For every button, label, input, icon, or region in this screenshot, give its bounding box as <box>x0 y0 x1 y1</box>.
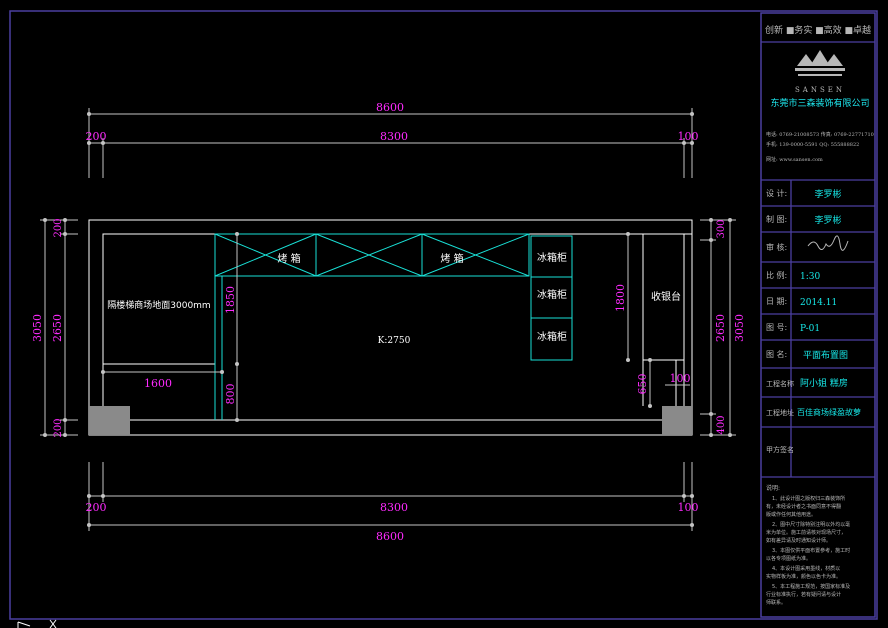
label-freezer-1: 冰箱柜 <box>537 251 567 264</box>
note-line: 师联系。 <box>766 599 786 606</box>
label-k-height: K:2750 <box>378 336 411 346</box>
slogan: 创新 ■务实 ■高效 ■卓越 <box>765 24 871 36</box>
dim-right-outer: 3050 <box>733 314 746 342</box>
scale-label: 比 例: <box>766 270 787 280</box>
column-right <box>662 406 692 435</box>
label-oven-1: 烤 箱 <box>277 252 300 265</box>
label-cashier: 收银台 <box>651 290 681 303</box>
notes-list: 1、此设计图之版权归三森装饰所 有，未经设计者之书面同意不得翻 版或作任何其他用… <box>766 495 850 606</box>
dim-bottom-left: 200 <box>86 501 107 514</box>
column-left <box>89 406 130 435</box>
project-label: 工程名称 <box>766 379 794 388</box>
date-label: 日 期: <box>766 297 787 306</box>
note-line: 1、此设计图之版权归三森装饰所 <box>772 495 845 502</box>
page-value: P-01 <box>800 324 820 334</box>
cashier-counter <box>642 234 685 406</box>
dim-left-top: 200 <box>53 218 64 237</box>
dim-left-outer: 3050 <box>31 314 44 342</box>
note-line: 行业标准执行，若有疑问请与设计 <box>766 591 841 598</box>
dim-bottom-total: 8600 <box>376 530 404 543</box>
dim-1850: 1850 <box>224 286 237 314</box>
interior-dimensions <box>103 234 690 420</box>
note-line: 如有差异请及时通知设计师。 <box>766 537 831 544</box>
review-label: 审 核: <box>766 242 787 252</box>
dim-top-left: 200 <box>86 130 107 143</box>
name-label: 图 名: <box>766 349 787 359</box>
date-value: 2014.11 <box>800 298 837 308</box>
dim-top-right: 100 <box>678 130 699 143</box>
page-label: 图 号: <box>766 323 787 332</box>
dim-650: 650 <box>636 374 649 395</box>
bottom-dimensions <box>88 462 693 531</box>
notes-title: 说明: <box>766 484 780 492</box>
label-freezer-3: 冰箱柜 <box>537 330 567 343</box>
floor-plan <box>88 219 693 436</box>
title-block-lines <box>761 41 875 478</box>
contact-line-1: 电话: 0769-21008573 传真: 0769-22771710 <box>766 131 874 138</box>
dim-top-total: 8600 <box>376 101 404 114</box>
name-value: 平面布置图 <box>803 349 848 361</box>
sign-label: 甲方签名 <box>766 445 794 454</box>
note-line: 米为单位。施工前请核对现场尺寸， <box>766 529 846 536</box>
dim-right-top: 300 <box>716 219 727 238</box>
design-value: 李罗彬 <box>814 188 841 200</box>
contact-line-2: 手机: 139-0000-5591 QQ: 555888822 <box>766 141 859 148</box>
freezer-cabinets <box>530 235 573 361</box>
dim-left-inner: 2650 <box>51 314 64 342</box>
draw-label: 制 图: <box>766 214 787 224</box>
draw-value: 李罗彬 <box>814 214 841 226</box>
project-value: 阿小姐 糕房 <box>800 377 848 389</box>
website: 网址: www.sansen.com <box>766 156 823 163</box>
note-line: 有，未经设计者之书面同意不得翻 <box>766 503 841 510</box>
note-line: 3、本图仅供平面布置参考，施工时 <box>772 547 850 554</box>
sansen-logo-icon <box>795 50 845 76</box>
label-mall-floor: 隔楼梯商场地面3000mm <box>107 299 210 311</box>
dim-top-mid: 8300 <box>380 130 408 143</box>
company-name: 东莞市三森装饰有限公司 <box>770 97 869 109</box>
dim-bottom-right: 100 <box>678 501 699 514</box>
dim-800: 800 <box>224 384 237 405</box>
label-freezer-2: 冰箱柜 <box>537 288 567 301</box>
dim-left-bottom: 200 <box>53 418 64 437</box>
scale-value: 1:30 <box>800 272 820 282</box>
signature-icon <box>807 235 849 251</box>
right-dimensions <box>700 219 736 436</box>
dim-100: 100 <box>670 372 691 385</box>
note-line: 以各专项图纸为准。 <box>766 555 811 562</box>
top-dimensions <box>88 108 693 178</box>
oven-cabinets <box>214 233 530 420</box>
note-line: 5、本工程施工规范，按国家标准及 <box>772 583 850 590</box>
dim-right-bottom: 400 <box>716 415 727 434</box>
dim-1600: 1600 <box>144 377 172 390</box>
design-label: 设 计: <box>766 188 787 198</box>
note-line: 2、图中尺寸除特别注明以外均以毫 <box>772 521 850 528</box>
note-line: 实物样板为准，颜色以色卡为准。 <box>766 573 841 580</box>
note-line: 版或作任何其他用途。 <box>766 511 816 518</box>
dim-1800: 1800 <box>614 284 627 312</box>
label-oven-2: 烤 箱 <box>440 252 463 265</box>
brand-en: SANSEN <box>795 86 845 94</box>
drawing-frame <box>9 10 878 620</box>
note-line: 4、本设计图采用墨线，材质以 <box>772 565 840 572</box>
title-block-frame <box>760 12 876 618</box>
dim-bottom-mid: 8300 <box>380 501 408 514</box>
dim-right-inner: 2650 <box>714 314 727 342</box>
ucs-icon <box>17 619 57 628</box>
address-value: 百佳商场绿盈故萝 <box>797 407 861 417</box>
address-label: 工程地址 <box>766 408 794 417</box>
